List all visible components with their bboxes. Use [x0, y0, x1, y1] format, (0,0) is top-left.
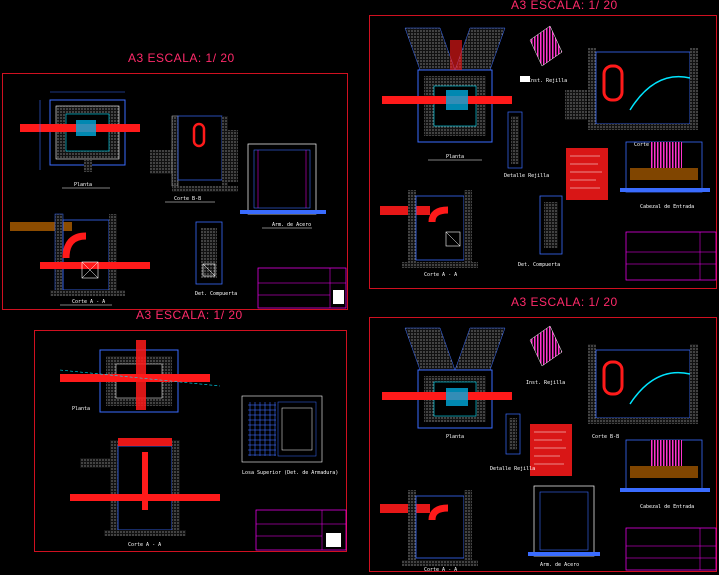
bottom-left-planta: Planta [59, 340, 221, 413]
bottom-right-cabezal: Cabezal de Entrada [620, 439, 710, 510]
top-left-det-compuerta: Det. Compuerta [195, 221, 237, 297]
bottom-left-losa: Losa Superior (Det. de Armadura) [241, 395, 338, 476]
sheet-top-left [2, 73, 348, 310]
label-det-compuerta-tr: Det. Compuerta [518, 262, 560, 268]
top-left-title-block [257, 267, 347, 309]
top-right-notes [566, 148, 608, 200]
label-planta-bl: Planta [72, 406, 90, 412]
bottom-right-arm-acero: Arm. de Acero [528, 485, 600, 568]
label-detalle-rejilla-tr: Detalle Rejilla [504, 173, 549, 179]
top-left-corte-aa: Corte A - A [10, 213, 150, 306]
label-corte-bb-br: Corte B-B [592, 434, 619, 440]
top-right-planta: Planta [382, 27, 512, 161]
top-left-corte-bb: Corte B-B [150, 115, 238, 203]
label-corte-aa-bl: Corte A - A [128, 542, 161, 548]
top-left-planta: Planta [20, 91, 140, 189]
bottom-right-detalle-rejilla: Detalle Rejilla [490, 413, 535, 472]
label-inst-rejilla-tr: Inst. Rejilla [528, 78, 567, 84]
sheet-top-right [369, 15, 717, 289]
sheet-bottom-right [369, 317, 717, 572]
label-planta-tr: Planta [446, 154, 464, 160]
top-right-detalle-rejilla: Detalle Rejilla [504, 111, 549, 179]
label-corte-bb-tr: Corte B-B [634, 142, 661, 148]
bottom-left-corte-aa: Corte A - A [70, 438, 220, 548]
bottom-left-title-block [255, 509, 347, 551]
label-cabezal-tr: Cabezal de Entrada [640, 204, 694, 210]
label-planta-br: Planta [446, 434, 464, 440]
sheet-title-bottom-right: A3 ESCALA: 1/ 20 [511, 295, 618, 309]
label-detalle-rejilla-br: Detalle Rejilla [490, 466, 535, 472]
label-corte-bb: Corte B-B [174, 196, 201, 202]
sheet-bottom-left [34, 330, 347, 552]
top-right-title-block [625, 231, 717, 281]
sheet-title-top-right: A3 ESCALA: 1/ 20 [511, 0, 618, 12]
label-cabezal-br: Cabezal de Entrada [640, 504, 694, 510]
label-planta: Planta [74, 182, 92, 188]
bottom-right-corte-aa: Corte A - A [380, 490, 478, 573]
sheet-title-top-left: A3 ESCALA: 1/ 20 [128, 51, 235, 65]
sheet-title-bottom-left: A3 ESCALA: 1/ 20 [136, 308, 243, 322]
top-right-inst-rejilla: Inst. Rejilla [520, 25, 567, 84]
bottom-right-inst-rejilla: Inst. Rejilla [526, 325, 565, 386]
top-right-det-compuerta: Det. Compuerta [518, 195, 563, 268]
top-right-corte-aa: Corte A - A [380, 190, 478, 278]
label-corte-aa: Corte A - A [72, 299, 105, 305]
bottom-right-corte-bb: Corte B-B [588, 344, 698, 440]
label-arm-acero-br: Arm. de Acero [540, 562, 579, 568]
label-corte-aa-br: Corte A - A [424, 567, 457, 573]
bottom-right-title-block [625, 527, 717, 571]
top-right-corte-bb: Corte B-B [565, 48, 698, 148]
top-left-arm-acero: Arm. de Acero [240, 143, 326, 229]
label-inst-rejilla-br: Inst. Rejilla [526, 380, 565, 386]
bottom-right-planta: Planta [382, 327, 512, 440]
bottom-right-notes [530, 424, 572, 476]
label-det-compuerta: Det. Compuerta [195, 291, 237, 297]
top-right-cabezal: Cabezal de Entrada [620, 141, 710, 210]
label-corte-aa-tr: Corte A - A [424, 272, 457, 278]
label-losa-bl: Losa Superior (Det. de Armadura) [242, 470, 338, 476]
label-arm-acero: Arm. de Acero [272, 222, 311, 228]
